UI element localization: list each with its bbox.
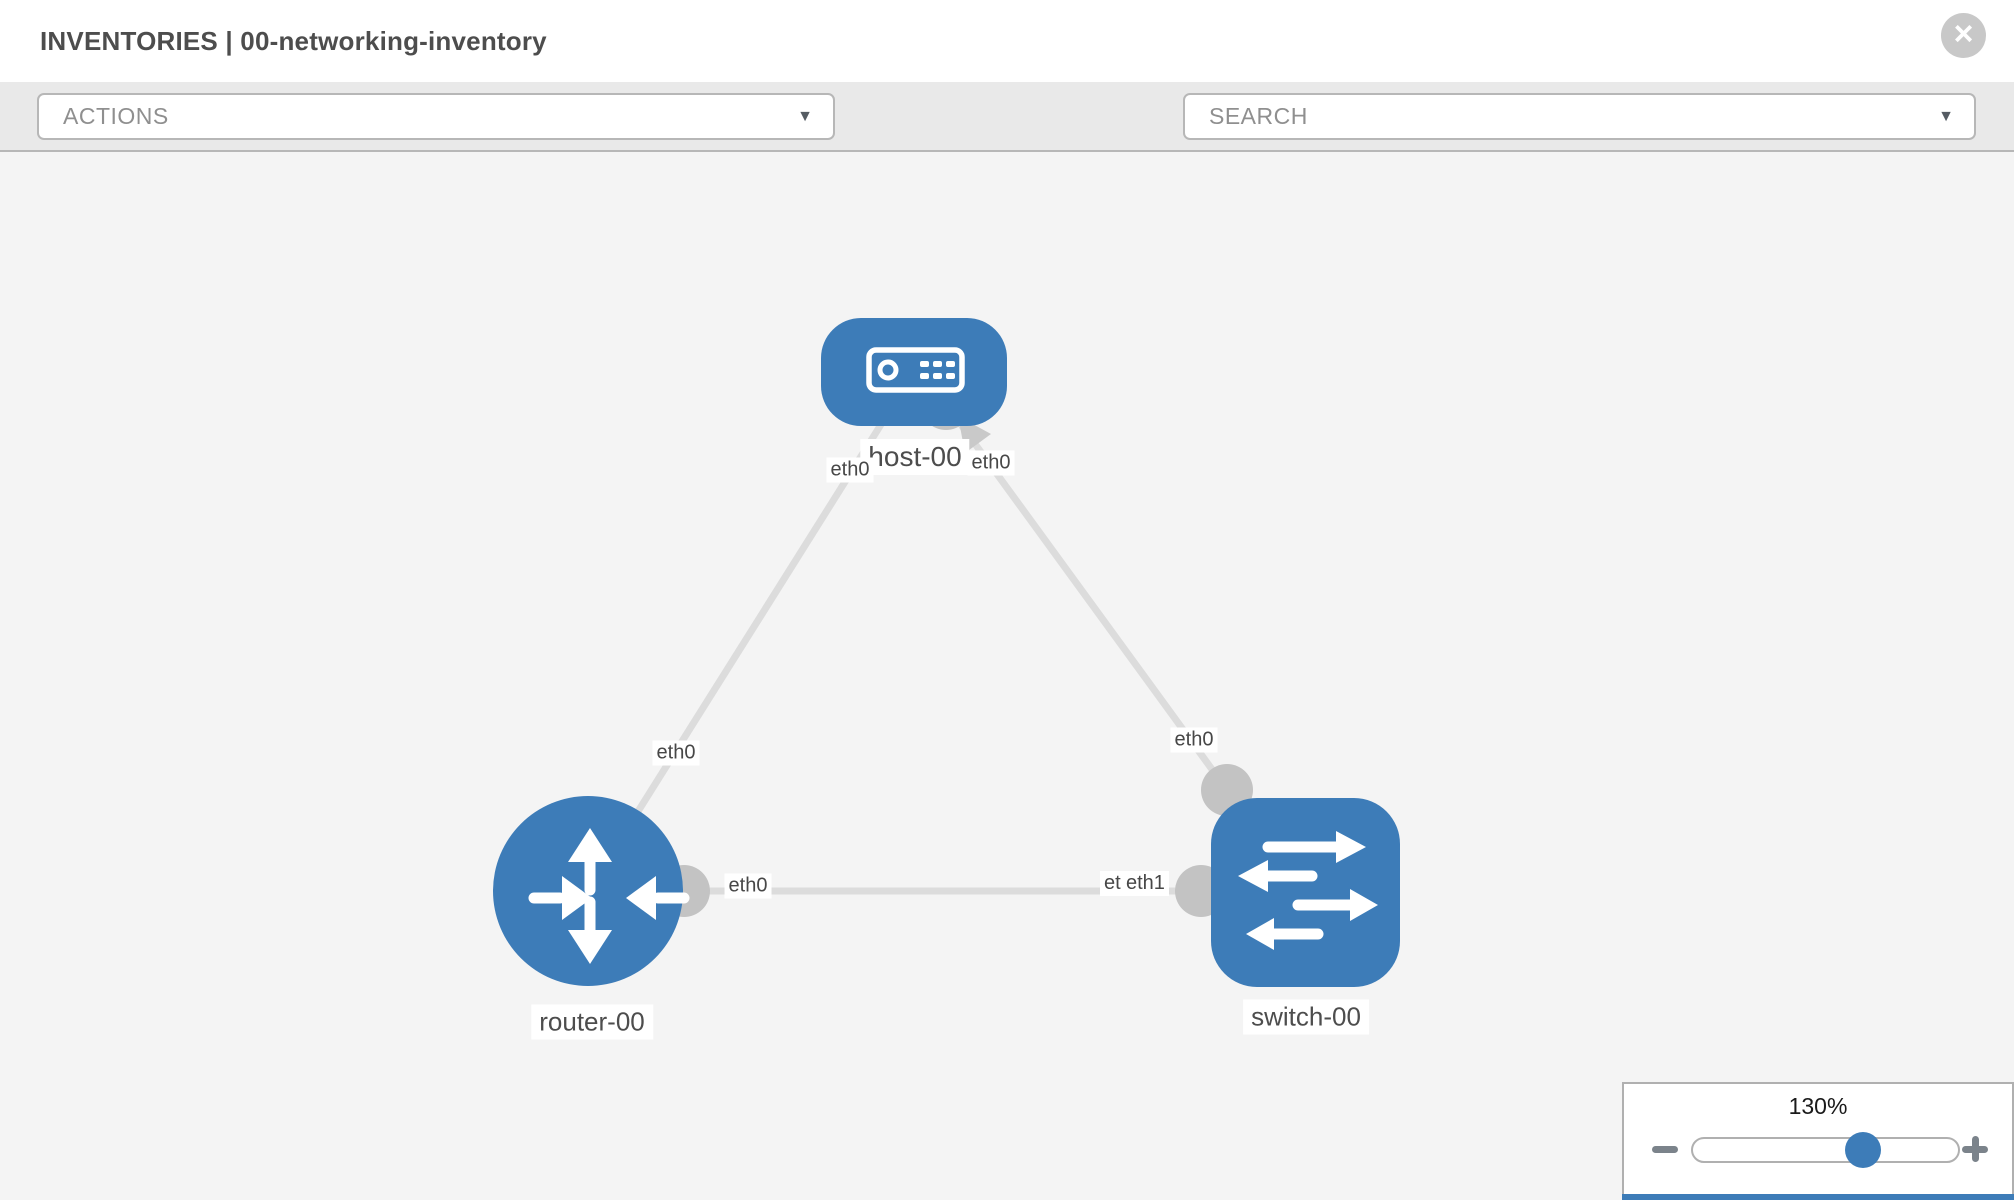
- zoom-slider-handle[interactable]: [1844, 1132, 1881, 1168]
- interface-label-router-right: eth0: [724, 873, 772, 899]
- zoom-control-panel: 130%: [1622, 1082, 2014, 1200]
- router-icon: [528, 828, 690, 964]
- host-icon: [866, 347, 965, 393]
- modal-header: INVENTORIES | 00-networking-inventory ×: [0, 0, 2014, 82]
- topology-canvas[interactable]: host-00 router-00 switch-00 eth0 eth0 et…: [0, 152, 2014, 1200]
- actions-dropdown[interactable]: ACTIONS ▼: [37, 93, 835, 140]
- node-label-host: host-00: [860, 439, 970, 475]
- interface-label-router-host: eth0: [652, 740, 700, 766]
- node-switch-00[interactable]: [1211, 798, 1400, 987]
- search-placeholder: SEARCH: [1209, 103, 1308, 129]
- interface-label-host-right: eth0: [967, 450, 1015, 476]
- node-label-switch: switch-00: [1243, 999, 1369, 1035]
- node-label-router: router-00: [531, 1004, 653, 1040]
- zoom-out-button[interactable]: [1652, 1146, 1678, 1153]
- close-button[interactable]: ×: [1941, 13, 1986, 58]
- zoom-in-button[interactable]: [1962, 1136, 1988, 1162]
- switch-icon: [1238, 831, 1378, 950]
- actions-dropdown-label: ACTIONS: [63, 103, 169, 129]
- interface-label-switch-left-over: eth1: [1122, 871, 1169, 896]
- chevron-down-icon: ▼: [1938, 107, 1954, 125]
- zoom-level-label: 130%: [1788, 1093, 1848, 1119]
- node-host-00[interactable]: [821, 318, 1007, 426]
- interface-label-switch-top: eth0: [1170, 727, 1218, 753]
- close-icon: ×: [1953, 15, 1974, 53]
- chevron-down-icon: ▼: [797, 107, 813, 125]
- node-router-00[interactable]: [493, 796, 690, 986]
- panel-bottom-accent: [1622, 1194, 2014, 1200]
- search-dropdown[interactable]: SEARCH ▼: [1183, 93, 1976, 140]
- interface-label-host-left: eth0: [826, 457, 874, 483]
- zoom-slider-track[interactable]: [1691, 1132, 1960, 1168]
- page-title: INVENTORIES | 00-networking-inventory: [40, 26, 547, 56]
- toolbar: ACTIONS ▼ SEARCH ▼: [0, 82, 2014, 218]
